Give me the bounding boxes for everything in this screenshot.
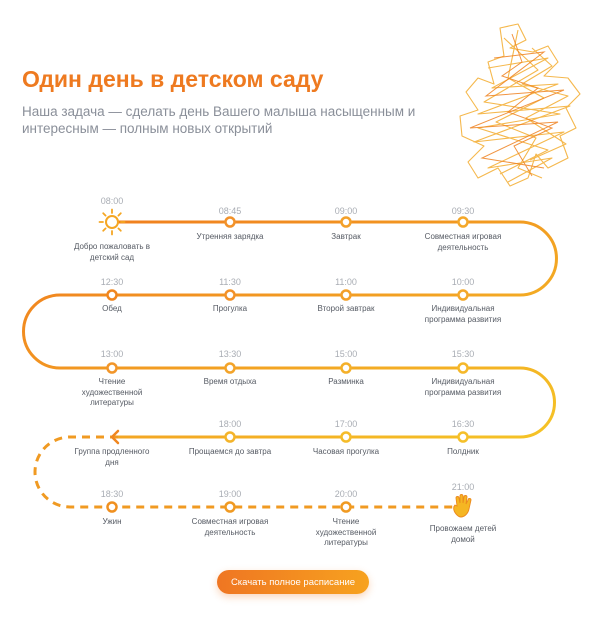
time-label: 20:00 xyxy=(334,489,358,499)
event-label: Утренняя зарядка xyxy=(196,232,264,241)
time-label: 18:00 xyxy=(218,419,242,429)
time-label: 08:45 xyxy=(218,206,242,216)
page-title: Один день в детском саду xyxy=(22,66,324,92)
time-label: 15:30 xyxy=(451,349,475,359)
event-label: Прогулка xyxy=(212,304,248,313)
timeline-node xyxy=(457,289,469,301)
time-label: 11:00 xyxy=(335,277,357,287)
time-label: 19:00 xyxy=(218,489,242,499)
time-label: 09:30 xyxy=(451,206,475,216)
time-label: 12:30 xyxy=(100,277,124,287)
event-label: Совместная игровая деятельность xyxy=(424,232,502,252)
event-label: Добро пожаловать в детский сад xyxy=(73,242,151,262)
time-label: 16:30 xyxy=(451,419,475,429)
event-label: Индивидуальная программа развития xyxy=(424,377,502,397)
arrow-left-icon xyxy=(110,429,120,445)
timeline-node xyxy=(106,501,118,513)
timeline-node xyxy=(340,431,352,443)
time-label: 09:00 xyxy=(334,206,358,216)
time-label: 13:30 xyxy=(218,349,242,359)
page-subtitle: Наша задача — сделать день Вашего малыша… xyxy=(22,104,416,136)
time-label: 11:30 xyxy=(219,277,241,287)
event-label: Провожаем детей домой xyxy=(429,524,497,544)
event-label: Чтение художественной литературы xyxy=(315,517,377,547)
event-label: Индивидуальная программа развития xyxy=(424,304,502,324)
timeline-node xyxy=(340,216,352,228)
event-label: Обед xyxy=(102,304,122,313)
timeline-extended-path xyxy=(33,435,463,509)
event-label: Разминка xyxy=(328,377,364,386)
download-schedule-button[interactable]: Скачать полное расписание xyxy=(217,570,369,594)
event-label: Чтение художественной литературы xyxy=(81,377,143,407)
event-label: Второй завтрак xyxy=(317,304,375,313)
event-label: Время отдыха xyxy=(203,377,257,386)
time-label: 08:00 xyxy=(100,196,124,206)
sun-icon xyxy=(98,208,126,236)
timeline-node xyxy=(340,362,352,374)
timeline-path xyxy=(22,220,558,439)
event-label: Совместная игровая деятельность xyxy=(191,517,269,537)
timeline-node xyxy=(224,431,236,443)
event-label: Часовая прогулка xyxy=(312,447,380,456)
time-label: 18:30 xyxy=(100,489,124,499)
scribble-decoration xyxy=(459,23,581,187)
time-label: 17:00 xyxy=(334,419,358,429)
time-label: 13:00 xyxy=(100,349,124,359)
timeline-node xyxy=(106,289,118,301)
time-label: 21:00 xyxy=(451,482,475,492)
waving-hand-icon xyxy=(453,494,472,518)
event-label: Завтрак xyxy=(331,232,361,241)
timeline-node xyxy=(224,501,236,513)
timeline-node xyxy=(106,362,118,374)
event-label: Группа продленного дня xyxy=(74,447,150,467)
time-label: 15:00 xyxy=(334,349,358,359)
event-label: Ужин xyxy=(102,517,122,526)
timeline-node xyxy=(457,216,469,228)
time-label: 10:00 xyxy=(451,277,475,287)
timeline-node xyxy=(224,289,236,301)
event-label: Полдник xyxy=(447,447,479,456)
timeline-node xyxy=(340,289,352,301)
timeline-node xyxy=(224,216,236,228)
event-label: Прощаемся до завтра xyxy=(188,447,272,456)
timeline-node xyxy=(340,501,352,513)
timeline-node xyxy=(457,431,469,443)
timeline-node xyxy=(457,362,469,374)
timeline-node xyxy=(224,362,236,374)
